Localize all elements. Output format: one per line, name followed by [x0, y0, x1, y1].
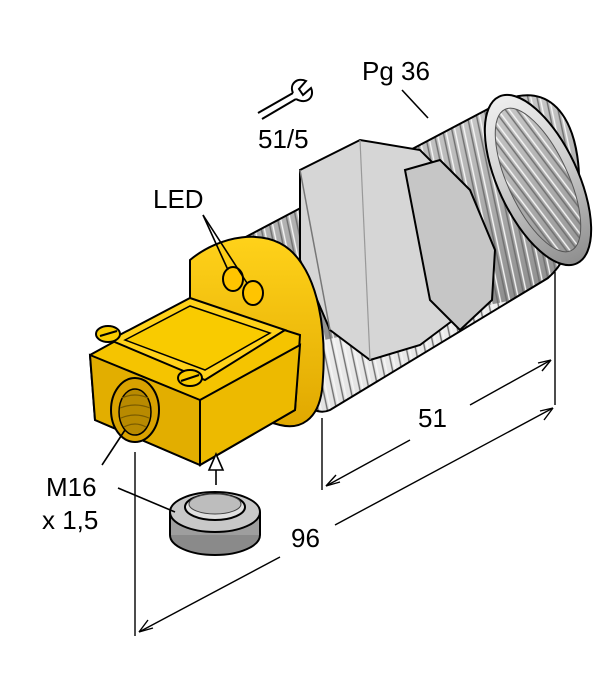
connector-thread-label-line2: x 1,5: [42, 505, 99, 535]
leader-lines: [101, 89, 429, 513]
locking-nut-inner: [403, 158, 497, 332]
dimension-51: [321, 272, 556, 490]
wrench-icon: [257, 78, 313, 120]
connector-thread-label-line1: M16: [46, 472, 97, 502]
insert-arrow: [207, 452, 225, 485]
led-label: LED: [153, 184, 204, 214]
led-windows: [222, 266, 264, 306]
blanking-plug: [169, 491, 261, 556]
connector-block: [88, 296, 302, 467]
wrench-size-label: 51/5: [258, 124, 309, 154]
dimension-96: [134, 407, 554, 636]
dimension-96-label: 96: [291, 523, 320, 553]
thread-size-label: Pg 36: [362, 56, 430, 86]
dimension-51-label: 51: [418, 403, 447, 433]
